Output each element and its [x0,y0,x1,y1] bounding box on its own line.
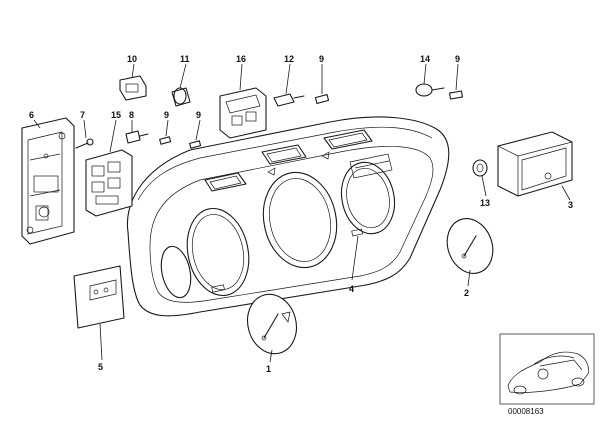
screw [75,138,94,149]
part-label-1: 1 [266,364,271,374]
connector [273,93,305,107]
switch [119,75,147,101]
bulb [449,90,463,100]
part-label-9: 9 [455,54,460,64]
part-label-13: 13 [480,198,490,208]
indicator-block [219,87,267,139]
bulb-socket [125,130,149,144]
instrument-cluster-housing [126,116,450,317]
part-label-9: 9 [319,54,324,64]
bulb-socket [472,159,488,177]
gauge-dial [446,218,494,274]
part-label-9: 9 [196,110,201,120]
part-label-16: 16 [236,54,246,64]
reflector-plate [73,265,125,329]
car-location-inset [499,333,595,405]
part-label-7: 7 [80,110,85,120]
leader-lines [33,63,571,363]
part-label-15: 15 [111,110,121,120]
part-label-11: 11 [180,54,190,64]
diagram-code: 00008163 [508,407,544,416]
part-label-12: 12 [284,54,294,64]
part-label-9: 9 [164,110,169,120]
gauge-dial [247,293,297,355]
bulb [159,136,172,145]
part-label-10: 10 [127,54,137,64]
part-label-3: 3 [568,200,573,210]
bulb-holder [415,83,445,97]
part-label-14: 14 [420,54,430,64]
part-label-4: 4 [349,284,354,294]
part-label-8: 8 [129,110,134,120]
part-label-6: 6 [29,110,34,120]
bulb [314,93,330,105]
connector-block [85,149,133,217]
part-label-2: 2 [464,288,469,298]
circuit-board [21,117,75,245]
control-unit [497,131,573,197]
bulb [189,140,202,149]
part-label-5: 5 [98,362,103,372]
bulb-holder [171,87,191,107]
